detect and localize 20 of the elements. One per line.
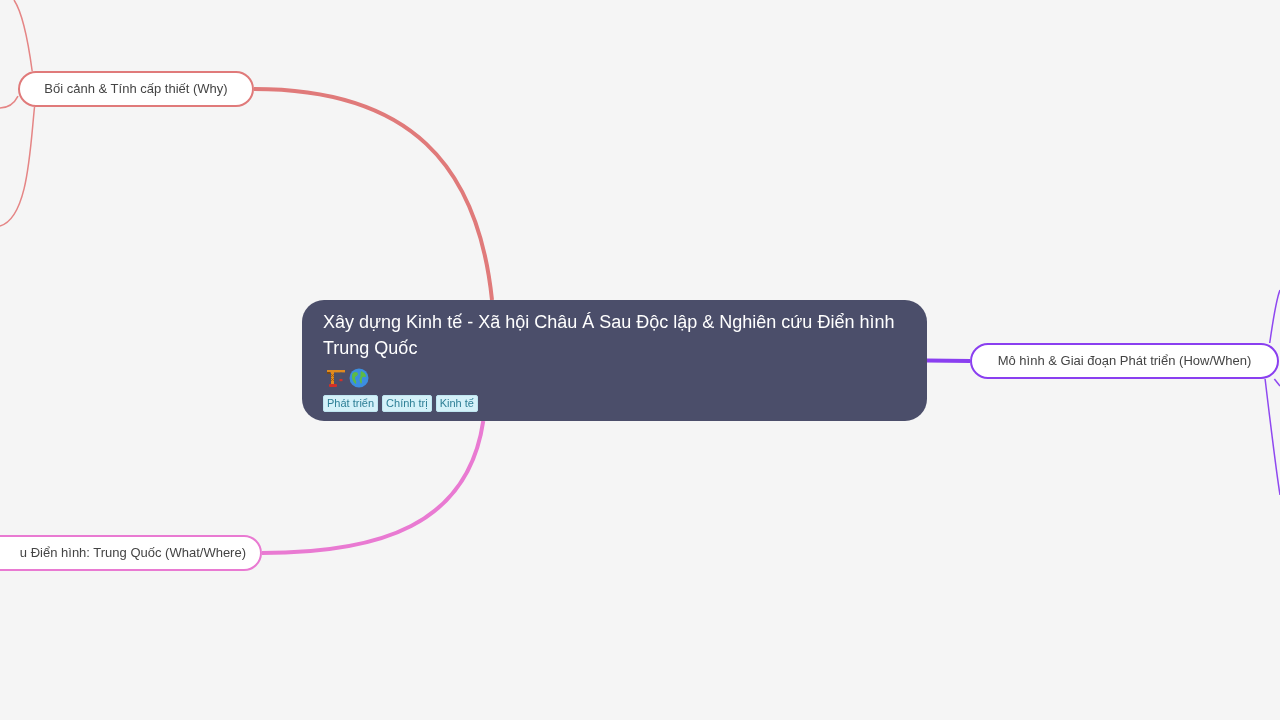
branch-topic-label: Bối cảnh & Tính cấp thiết (Why) [44,81,228,97]
branch-topic-label: Mô hình & Giai đoạn Phát triển (How/When) [997,353,1252,369]
branch-topic-box [18,71,254,107]
branch-line [0,95,19,109]
branch-line [1264,378,1280,496]
branch-topic-box [970,343,1279,379]
branch-line [261,420,486,555]
branch-line [1269,289,1280,344]
central-topic-box [302,300,927,421]
topic-tag: Kinh tế [435,395,478,412]
topic-tag: Chính trị [382,395,432,412]
topic-tag: Phát triển [323,395,379,412]
branch-topic-box [0,535,262,571]
branch-topic-label: u Điển hình: Trung Quốc (What/Where) [19,545,246,561]
branch-line [926,358,971,363]
branch-line [0,106,36,227]
central-topic-title: Xây dựng Kinh tế - Xã hội Châu Á Sau Độc lập & Nghiên cứu Điển hình Trung Quốc [323,311,896,360]
branch-line [253,87,494,301]
branch-line [13,0,33,72]
branch-line [1273,378,1280,387]
